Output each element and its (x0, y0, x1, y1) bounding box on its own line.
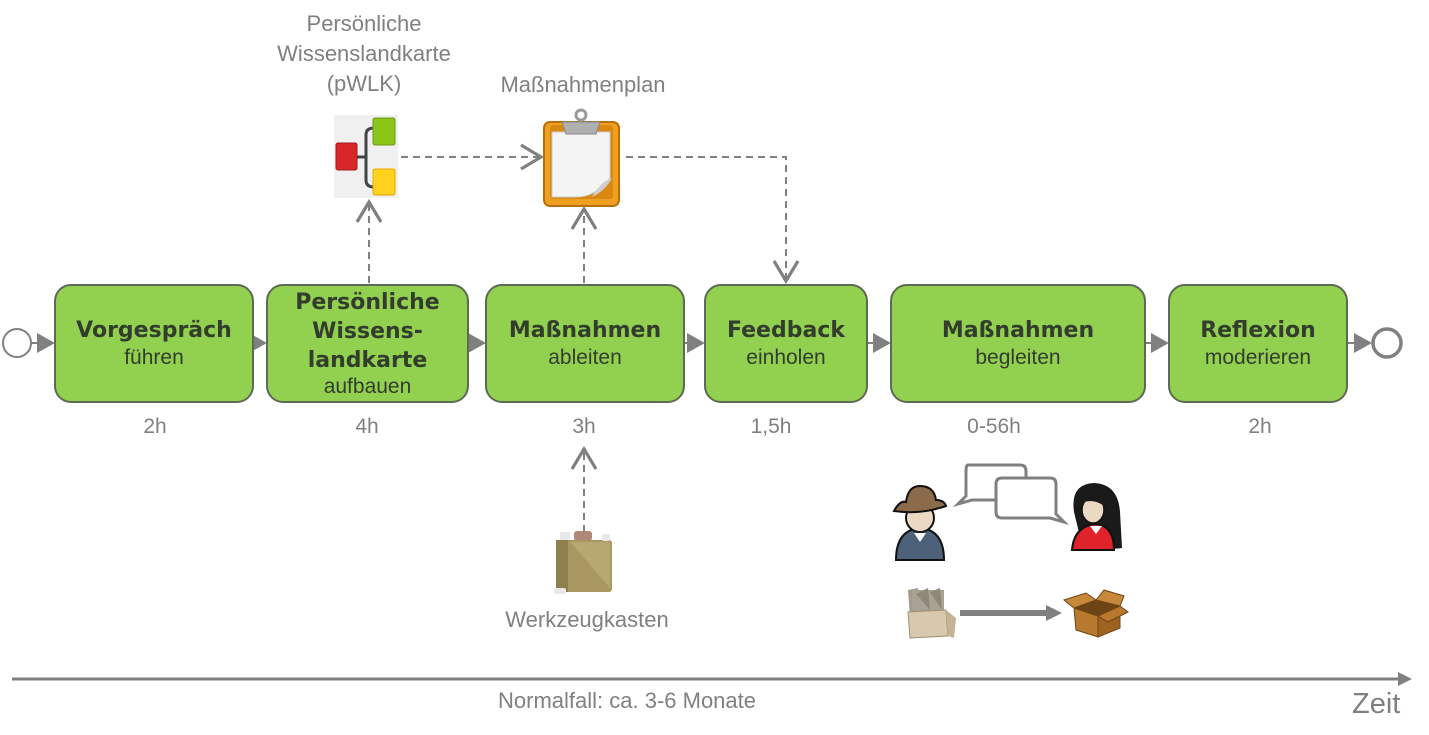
pwlk-label: Persönliche Wissenslandkarte (pWLK) (244, 9, 484, 99)
step-duration: 1,5h (750, 415, 792, 438)
step-wissenslandkarte[interactable]: Persönliche Wissens- landkarte aufbauen (266, 284, 469, 403)
step-feedback[interactable]: Feedback einholen (704, 284, 868, 403)
pwlk-label-line: Wissenslandkarte (277, 41, 451, 66)
step-subtitle: ableiten (548, 346, 622, 369)
plan-label: Maßnahmenplan (500, 72, 666, 97)
timeline-axis-label: Zeit (1352, 688, 1401, 720)
step-title: Vorgespräch (76, 318, 232, 343)
end-event (1371, 327, 1403, 359)
start-event (2, 328, 32, 358)
step-duration: 2h (1248, 415, 1272, 438)
step-massnahmen-ableiten[interactable]: Maßnahmen ableiten (485, 284, 685, 403)
toolbox-label: Werkzeugkasten (505, 607, 669, 632)
timeline-caption: Normalfall: ca. 3-6 Monate (498, 688, 756, 713)
clipboard-icon (543, 108, 620, 207)
step-massnahmen-begleiten[interactable]: Maßnahmen begleiten (890, 284, 1146, 403)
step-title-line: landkarte (307, 348, 428, 373)
briefcase-icon (554, 531, 612, 594)
timeline-arrowhead (1398, 672, 1412, 686)
speech-bubbles-icon (952, 463, 1070, 526)
step-duration: 0-56h (967, 415, 1021, 438)
pwlk-label-line: Persönliche (306, 11, 422, 36)
step-title: Maßnahmen (508, 318, 662, 343)
step-title-line: Persönliche (295, 290, 440, 315)
mind-map-icon (334, 115, 398, 198)
step-subtitle: führen (124, 346, 184, 369)
association-plan-to-step4 (626, 156, 800, 285)
step-duration: 4h (355, 415, 379, 438)
arrow-right-icon (960, 605, 1062, 621)
step-subtitle: aufbauen (323, 375, 412, 398)
step-duration: 2h (143, 415, 167, 438)
step-title-line: Wissens- (312, 319, 423, 344)
step-subtitle: begleiten (975, 346, 1061, 369)
man-with-hat-icon (892, 484, 948, 561)
step-reflexion[interactable]: Reflexion moderieren (1168, 284, 1348, 403)
woman-icon (1070, 483, 1122, 551)
step-title: Feedback (727, 318, 845, 343)
step-vorgespraech[interactable]: Vorgespräch führen (54, 284, 254, 403)
step-duration: 3h (572, 415, 596, 438)
box-with-files-icon (907, 588, 956, 639)
step-title: Maßnahmen (941, 318, 1095, 343)
open-box-icon (1062, 589, 1129, 638)
step-title: Reflexion (1200, 318, 1316, 343)
step-subtitle: einholen (746, 346, 826, 369)
step-subtitle: moderieren (1204, 346, 1312, 369)
pwlk-label-line: (pWLK) (326, 71, 402, 96)
